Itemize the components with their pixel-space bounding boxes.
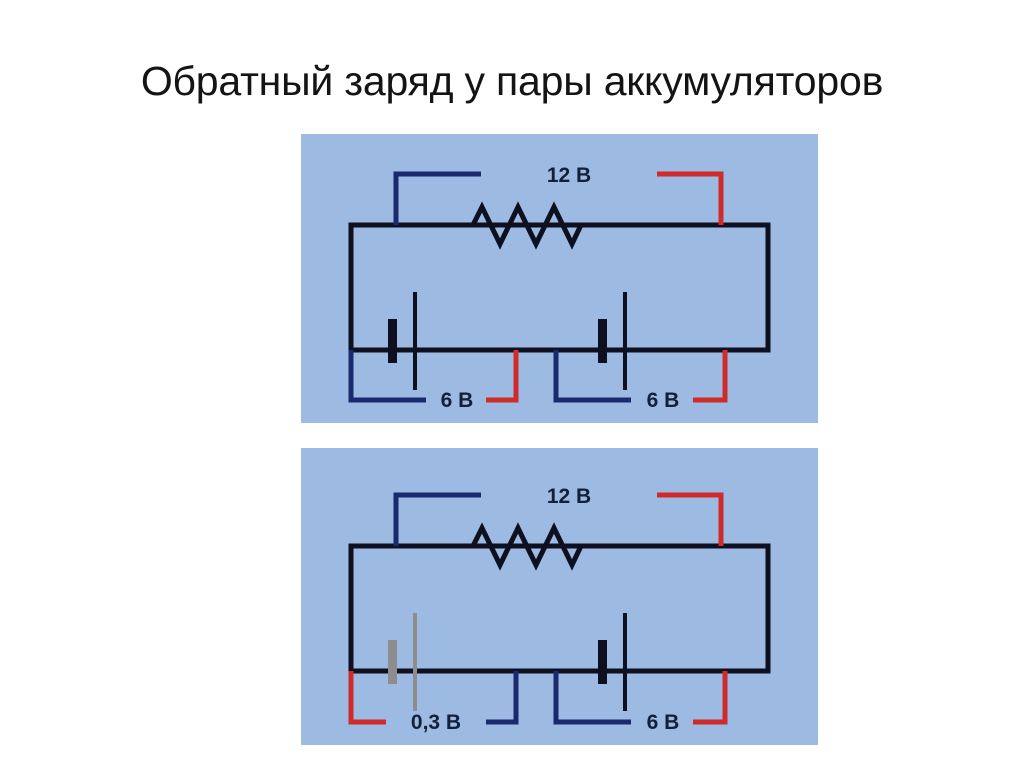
battery-left-voltage-label: 0,3 В — [411, 711, 461, 734]
resistor-voltage-label: 12 В — [547, 164, 591, 187]
battery-right-positive-lead — [693, 350, 728, 403]
resistor-symbol — [351, 201, 768, 250]
battery-right-voltage-label: 6 В — [647, 389, 680, 412]
resistor-right-lead — [657, 171, 724, 225]
resistor-symbol — [351, 522, 768, 571]
battery-left-voltage-label: 6 В — [441, 389, 474, 412]
battery-right-symbol — [598, 613, 627, 711]
resistor-left-lead — [393, 492, 481, 546]
resistor-voltage-label: 12 В — [547, 485, 591, 508]
battery-right-negative-lead — [553, 671, 631, 725]
resistor-left-lead — [393, 171, 481, 225]
battery-right-negative-lead — [553, 350, 631, 403]
battery-right-voltage-label: 6 В — [647, 711, 680, 734]
battery-left-positive-lead — [486, 350, 519, 403]
circuit-figure-two-good-batteries: 12 В 6 В — [301, 134, 818, 423]
battery-right-positive-lead — [693, 671, 728, 725]
battery-left-symbol — [388, 292, 417, 390]
battery-left-red-lead — [348, 671, 386, 725]
resistor-right-lead — [657, 492, 724, 546]
battery-left-depleted-symbol — [388, 613, 417, 711]
battery-left-blue-lead — [486, 671, 519, 725]
circuit-figure-one-depleted-battery: 12 В 0,3 В — [301, 448, 818, 745]
battery-right-symbol — [598, 292, 627, 390]
page-title: Обратный заряд у пары аккумуляторов — [140, 58, 884, 104]
battery-left-negative-lead — [348, 350, 426, 403]
